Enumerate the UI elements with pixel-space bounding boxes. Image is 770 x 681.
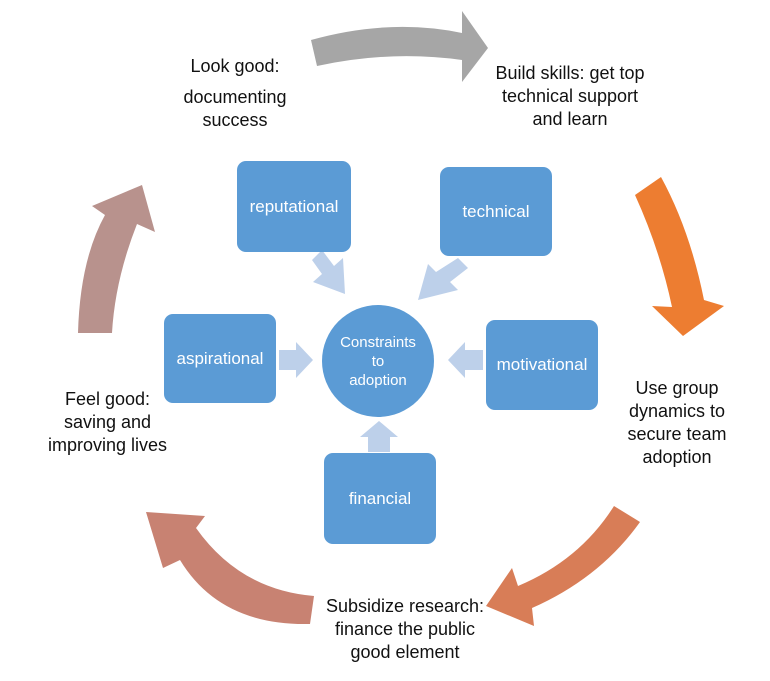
reputational-box: reputational <box>237 161 351 252</box>
build-skills-line-3: and learn <box>532 109 608 129</box>
look-good-line-3: success <box>202 110 268 130</box>
curved-arrow-icon-left <box>78 185 155 333</box>
motivational-box: motivational <box>486 320 598 410</box>
build-skills-line-2: technical support <box>501 86 639 106</box>
feel-good-line-2: saving and <box>63 412 152 432</box>
hub-line-2: to <box>371 352 385 370</box>
financial-label: financial <box>348 488 412 508</box>
reputational-label: reputational <box>249 196 339 216</box>
motivational-label: motivational <box>496 355 588 374</box>
constraints-hub: Constraints to adoption <box>322 305 434 417</box>
feel-good-label: Feel good: saving and improving lives <box>25 388 190 457</box>
hub-line-3: adoption <box>349 371 407 389</box>
block-arrow-icon-aspirational <box>279 342 313 378</box>
technical-box: technical <box>440 167 552 256</box>
curved-arrow-icon-right <box>635 177 724 336</box>
aspirational-box: aspirational <box>164 314 276 403</box>
subsidize-line-3: good element <box>350 642 460 662</box>
block-arrow-icon-motivational <box>448 342 483 378</box>
curved-arrow-icon-bottom-right <box>486 506 640 626</box>
group-dynamics-line-4: adoption <box>642 447 712 467</box>
look-good-line-2: documenting <box>183 87 287 107</box>
curved-arrow-icon-bottom-left <box>146 512 314 625</box>
group-dynamics-line-2: dynamics to <box>628 401 726 421</box>
subsidize-line-2: finance the public <box>334 619 476 639</box>
build-skills-line-1: Build skills: get top <box>495 63 645 83</box>
aspirational-label: aspirational <box>176 348 264 368</box>
group-dynamics-label: Use group dynamics to secure team adopti… <box>602 377 752 469</box>
feel-good-line-1: Feel good: <box>64 389 151 409</box>
technical-label: technical <box>462 201 530 221</box>
feel-good-line-3: improving lives <box>47 435 168 455</box>
group-dynamics-line-1: Use group <box>635 378 719 398</box>
look-good-label: Look good: documenting success <box>140 55 330 132</box>
subsidize-label: Subsidize research: finance the public g… <box>305 595 505 664</box>
build-skills-label: Build skills: get top technical support … <box>470 62 670 131</box>
block-arrow-icon-reputational <box>312 250 345 294</box>
subsidize-line-1: Subsidize research: <box>325 596 485 616</box>
look-good-line-1: Look good: <box>190 56 280 76</box>
financial-box: financial <box>324 453 436 544</box>
hub-line-1: Constraints <box>340 333 416 351</box>
group-dynamics-line-3: secure team <box>627 424 727 444</box>
block-arrow-icon-financial <box>360 421 398 452</box>
block-arrow-icon-technical <box>418 258 468 300</box>
curved-arrow-icon-top <box>311 11 488 82</box>
